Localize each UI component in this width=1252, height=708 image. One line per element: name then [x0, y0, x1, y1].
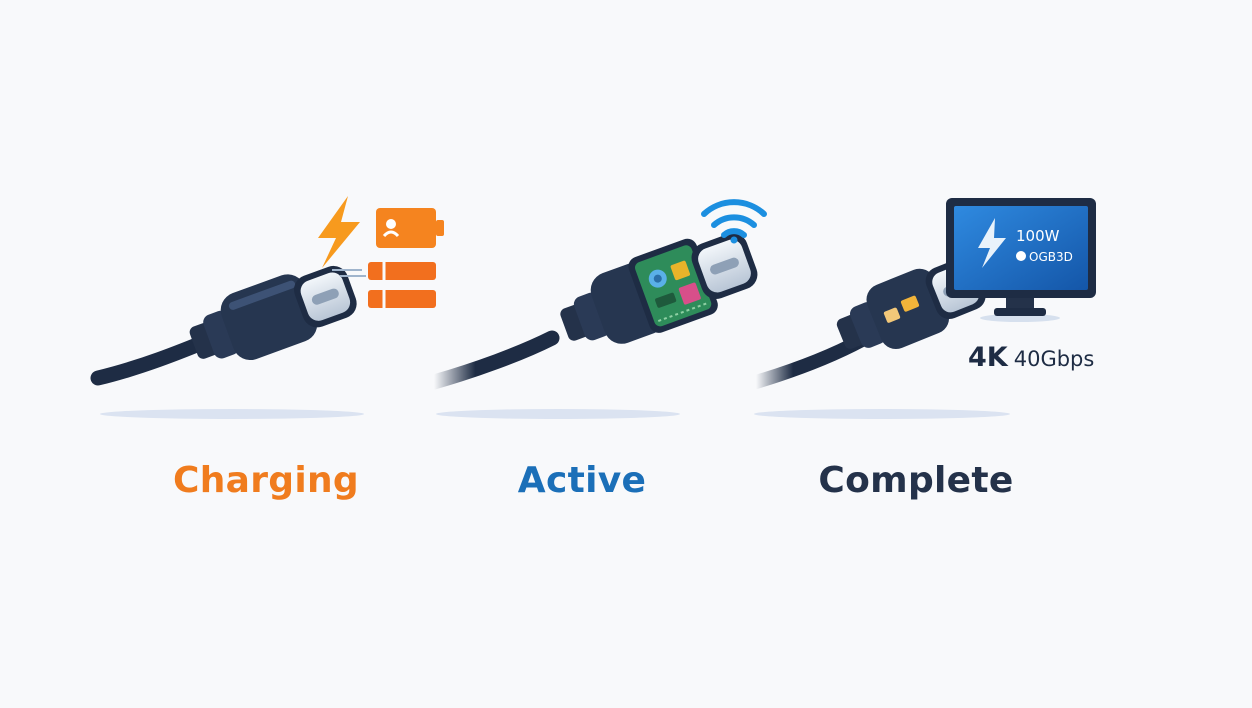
battery-icon	[376, 208, 444, 248]
spark-lines	[332, 269, 366, 277]
bandwidth-label: 40Gbps	[1013, 347, 1095, 371]
usb-c-connector	[189, 265, 357, 361]
battery-level-bars	[368, 262, 436, 308]
monitor-info-label: OGB3D	[1029, 250, 1073, 264]
circuit-board-icon	[635, 245, 712, 327]
usb-c-connector	[560, 233, 758, 344]
wifi-icon	[701, 199, 767, 244]
caption-complete: Complete	[818, 460, 1014, 501]
cable	[426, 330, 560, 390]
floor-shadow	[436, 409, 680, 419]
floor-shadow	[754, 409, 1010, 419]
monitor-info-dot	[1016, 251, 1026, 261]
caption-charging: Charging	[172, 460, 359, 501]
lightning-bolt-icon	[318, 196, 360, 268]
monitor-icon: 100W OGB3D	[946, 198, 1096, 322]
floor-shadow	[100, 409, 364, 419]
caption-active: Active	[517, 460, 647, 501]
resolution-label: 4K	[968, 342, 1008, 373]
lightning-bolt-icon	[978, 218, 1006, 268]
monitor-power-label: 100W	[1016, 227, 1060, 245]
charging-panel	[90, 196, 444, 419]
active-panel	[426, 199, 767, 419]
complete-panel: 100W OGB3D	[749, 198, 1096, 419]
